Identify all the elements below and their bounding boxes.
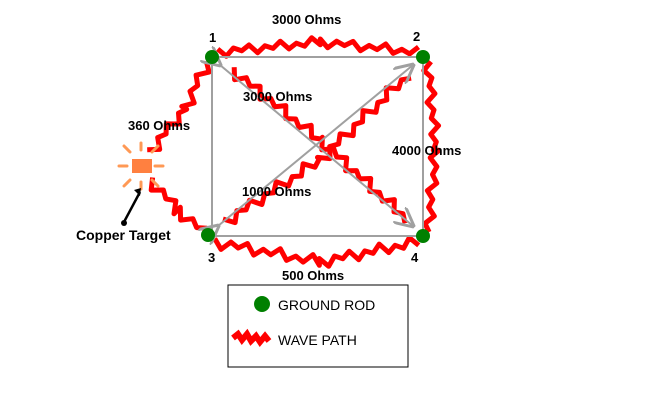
copper-target-label: Copper Target	[76, 227, 171, 243]
ground-rod-3	[201, 228, 215, 242]
legend-ground-rod: GROUND ROD	[278, 297, 375, 313]
wave-right	[421, 60, 442, 234]
ground-rods	[201, 50, 430, 243]
diagonal-3-2	[218, 65, 413, 226]
copper-target	[117, 141, 165, 191]
label-top: 3000 Ohms	[272, 12, 341, 27]
connection-lines	[212, 57, 424, 236]
node-label-3: 3	[208, 250, 215, 265]
ground-rod-1	[205, 50, 219, 64]
legend: GROUND ROD WAVE PATH	[227, 284, 409, 368]
label-diagonal-3-2: 1000 Ohms	[242, 184, 311, 199]
ground-rod-4	[416, 229, 430, 243]
ground-rod-icon	[254, 296, 270, 312]
node-label-1: 1	[209, 30, 216, 45]
wave-target-down	[148, 177, 208, 231]
label-right: 4000 Ohms	[392, 143, 461, 158]
target-arrow	[122, 191, 142, 223]
node-label-4: 4	[411, 250, 419, 265]
label-target: 360 Ohms	[128, 118, 190, 133]
wave-top	[216, 35, 421, 59]
node-label-2: 2	[413, 29, 420, 44]
legend-wave-path: WAVE PATH	[278, 332, 357, 348]
ground-rod-2	[416, 50, 430, 64]
wave-bottom	[212, 235, 421, 269]
label-diagonal-1-4: 3000 Ohms	[243, 89, 312, 104]
wave-target-up	[147, 60, 212, 153]
wave-path-icon	[231, 328, 272, 348]
label-bottom: 500 Ohms	[282, 268, 344, 283]
